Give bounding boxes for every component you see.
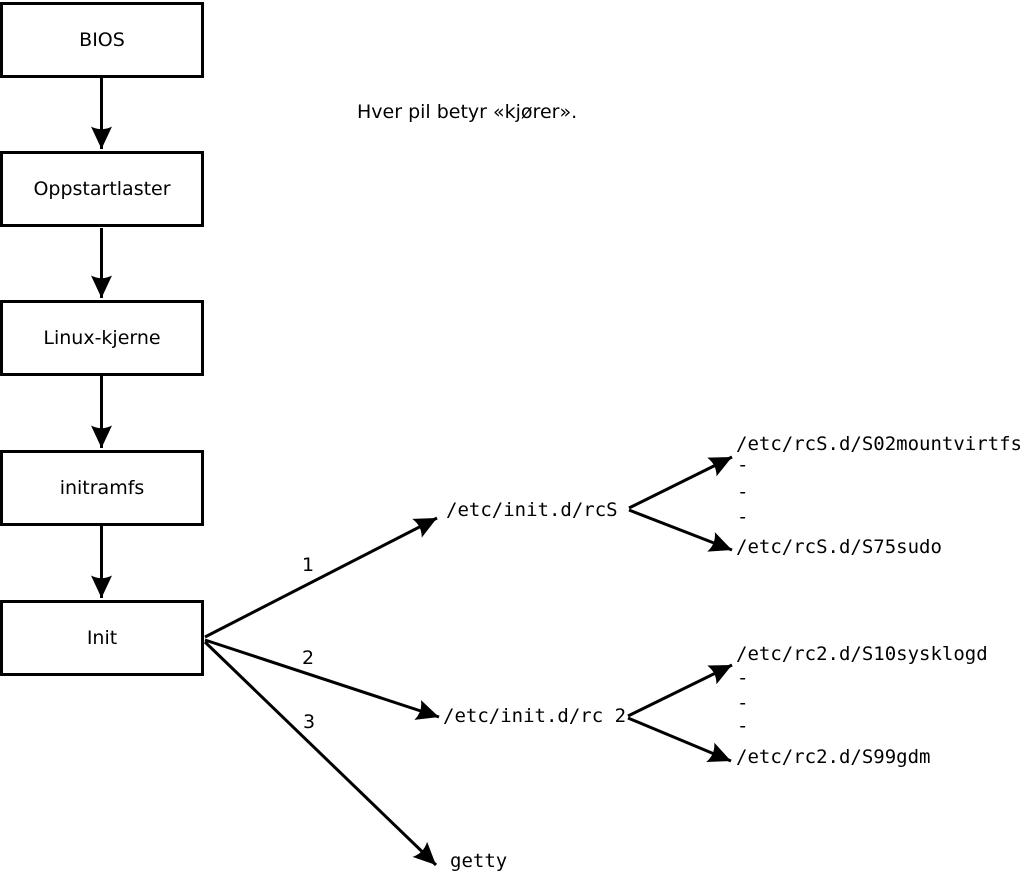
arrow-label-1: 1 bbox=[302, 554, 315, 576]
box-bios: BIOS bbox=[0, 2, 204, 78]
target-getty: getty bbox=[450, 850, 508, 872]
ellipsis-dash: - bbox=[737, 715, 749, 737]
box-oppstartlaster: Oppstartlaster bbox=[0, 151, 204, 227]
script-s10sysklogd: /etc/rc2.d/S10sysklogd bbox=[736, 643, 988, 665]
ellipsis-dash: - bbox=[737, 481, 749, 503]
box-linux-kjerne: Linux-kjerne bbox=[0, 300, 204, 376]
script-s02mountvirtfs: /etc/rcS.d/S02mountvirtfs bbox=[736, 433, 1022, 455]
box-initramfs: initramfs bbox=[0, 450, 204, 526]
ellipsis-dash: - bbox=[737, 667, 749, 689]
arrow-rcs-to-s02mountvirtfs bbox=[628, 455, 733, 510]
arrow-rc2-to-s99gdm bbox=[627, 716, 732, 763]
arrow-rc2-to-s10sysklogd bbox=[627, 663, 733, 718]
box-init: Init bbox=[0, 600, 204, 676]
box-bios-label: BIOS bbox=[79, 28, 125, 51]
path-init-d-rc2: /etc/init.d/rc 2 bbox=[443, 705, 627, 727]
script-s99gdm: /etc/rc2.d/S99gdm bbox=[736, 746, 931, 768]
path-init-d-rcs: /etc/init.d/rcS bbox=[446, 499, 618, 521]
ellipsis-dash: - bbox=[737, 454, 749, 476]
arrow-init-to-getty bbox=[203, 640, 438, 867]
arrow-init-to-rcs bbox=[204, 516, 438, 639]
arrow-rcs-to-s75sudo bbox=[628, 508, 733, 552]
box-init-label: Init bbox=[86, 626, 118, 649]
box-initramfs-label: initramfs bbox=[59, 476, 145, 499]
arrow-label-2: 2 bbox=[302, 647, 315, 669]
arrow-label-3: 3 bbox=[303, 711, 316, 733]
ellipsis-dash: - bbox=[737, 506, 749, 528]
ellipsis-dash: - bbox=[737, 692, 749, 714]
script-s75sudo: /etc/rcS.d/S75sudo bbox=[736, 536, 942, 558]
note-text: Hver pil betyr «kjører». bbox=[357, 101, 578, 123]
box-linux-kjerne-label: Linux-kjerne bbox=[43, 326, 161, 349]
box-oppstartlaster-label: Oppstartlaster bbox=[33, 177, 171, 200]
arrow-init-to-rc2 bbox=[204, 638, 440, 720]
